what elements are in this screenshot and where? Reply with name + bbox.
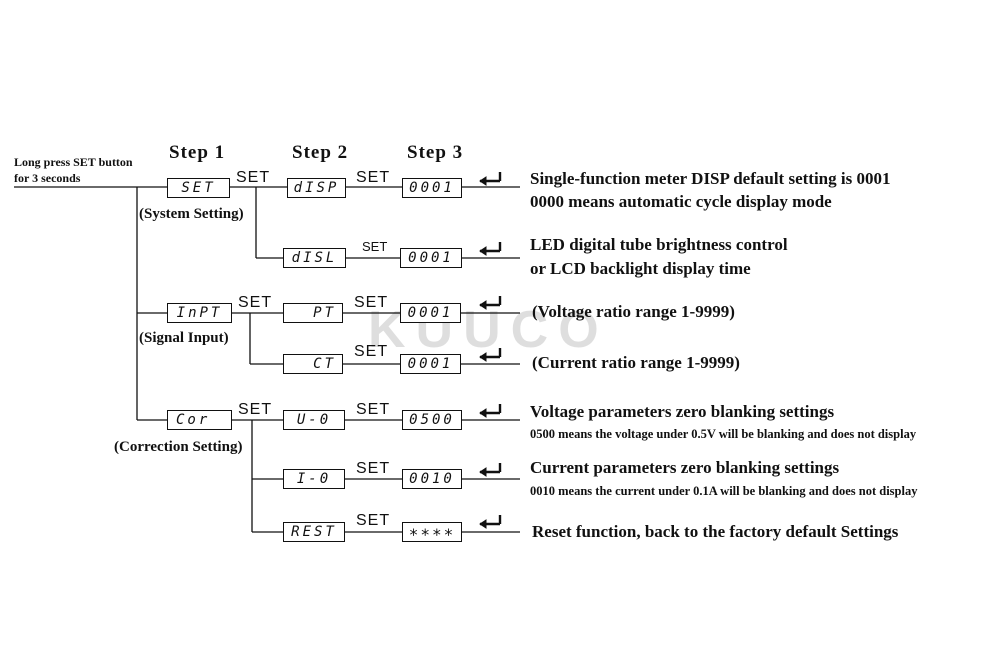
set-label: SET: [238, 401, 273, 418]
step3-display-u0: 0500: [402, 410, 462, 430]
desc-ct: (Current ratio range 1-9999): [532, 353, 740, 372]
step-header-2: Step 2: [292, 142, 349, 163]
step2-display-rest: REST: [283, 522, 345, 542]
enter-arrow-icon: [479, 404, 502, 418]
group-label-correction: (Correction Setting): [114, 439, 243, 455]
enter-arrow-icon: [479, 296, 502, 310]
step2-display-ct: CT: [283, 354, 343, 374]
step2-display-disp: dISP: [287, 178, 346, 198]
group-label-signal: (Signal Input): [139, 330, 229, 346]
desc-i0-line2: 0010 means the current under 0.1A will b…: [530, 484, 918, 498]
enter-arrow-icon: [479, 463, 502, 477]
desc-u0-line1: Voltage parameters zero blanking setting…: [530, 402, 835, 421]
desc-disl-line1: LED digital tube brightness control: [530, 235, 788, 254]
step-header-3: Step 3: [407, 142, 464, 163]
step3-display-pt: 0001: [400, 303, 461, 323]
enter-arrow-icon: [479, 172, 502, 186]
step3-display-disp: 0001: [402, 178, 462, 198]
set-label: SET: [362, 239, 388, 254]
step3-display-rest: ****: [402, 522, 462, 544]
step2-display-disl: dISL: [283, 248, 346, 268]
desc-u0-line2: 0500 means the voltage under 0.5V will b…: [530, 427, 917, 441]
set-label: SET: [354, 294, 389, 311]
desc-disl-line2: or LCD backlight display time: [530, 259, 751, 278]
step1-display-signal: InPT: [167, 303, 232, 323]
step3-display-ct: 0001: [400, 354, 461, 374]
desc-disp-line1: Single-function meter DISP default setti…: [530, 169, 891, 188]
step1-display-system: SET: [167, 178, 230, 198]
step2-display-u0: U-0: [283, 410, 345, 430]
set-label: SET: [356, 401, 391, 418]
desc-rest: Reset function, back to the factory defa…: [532, 522, 899, 541]
group-label-system: (System Setting): [139, 206, 244, 222]
entry-label-line2: for 3 seconds: [14, 171, 81, 185]
desc-i0-line1: Current parameters zero blanking setting…: [530, 458, 840, 477]
set-label: SET: [238, 294, 273, 311]
step-header-1: Step 1: [169, 142, 226, 163]
desc-disp-line2: 0000 means automatic cycle display mode: [530, 192, 832, 211]
step3-display-disl: 0001: [400, 248, 462, 268]
enter-arrow-icon: [479, 242, 502, 256]
enter-arrow-icon: [479, 515, 502, 529]
step1-display-correction: Cor: [167, 410, 232, 430]
set-label: SET: [356, 169, 391, 186]
entry-label-line1: Long press SET button: [14, 155, 133, 169]
step2-display-pt: PT: [283, 303, 343, 323]
set-label: SET: [236, 169, 271, 186]
step2-display-i0: I-0: [283, 469, 345, 489]
desc-pt: (Voltage ratio range 1-9999): [532, 302, 735, 321]
set-label: SET: [356, 512, 391, 529]
enter-arrow-icon: [479, 348, 502, 362]
set-label: SET: [356, 460, 391, 477]
set-label: SET: [354, 343, 389, 360]
step3-display-i0: 0010: [402, 469, 462, 489]
